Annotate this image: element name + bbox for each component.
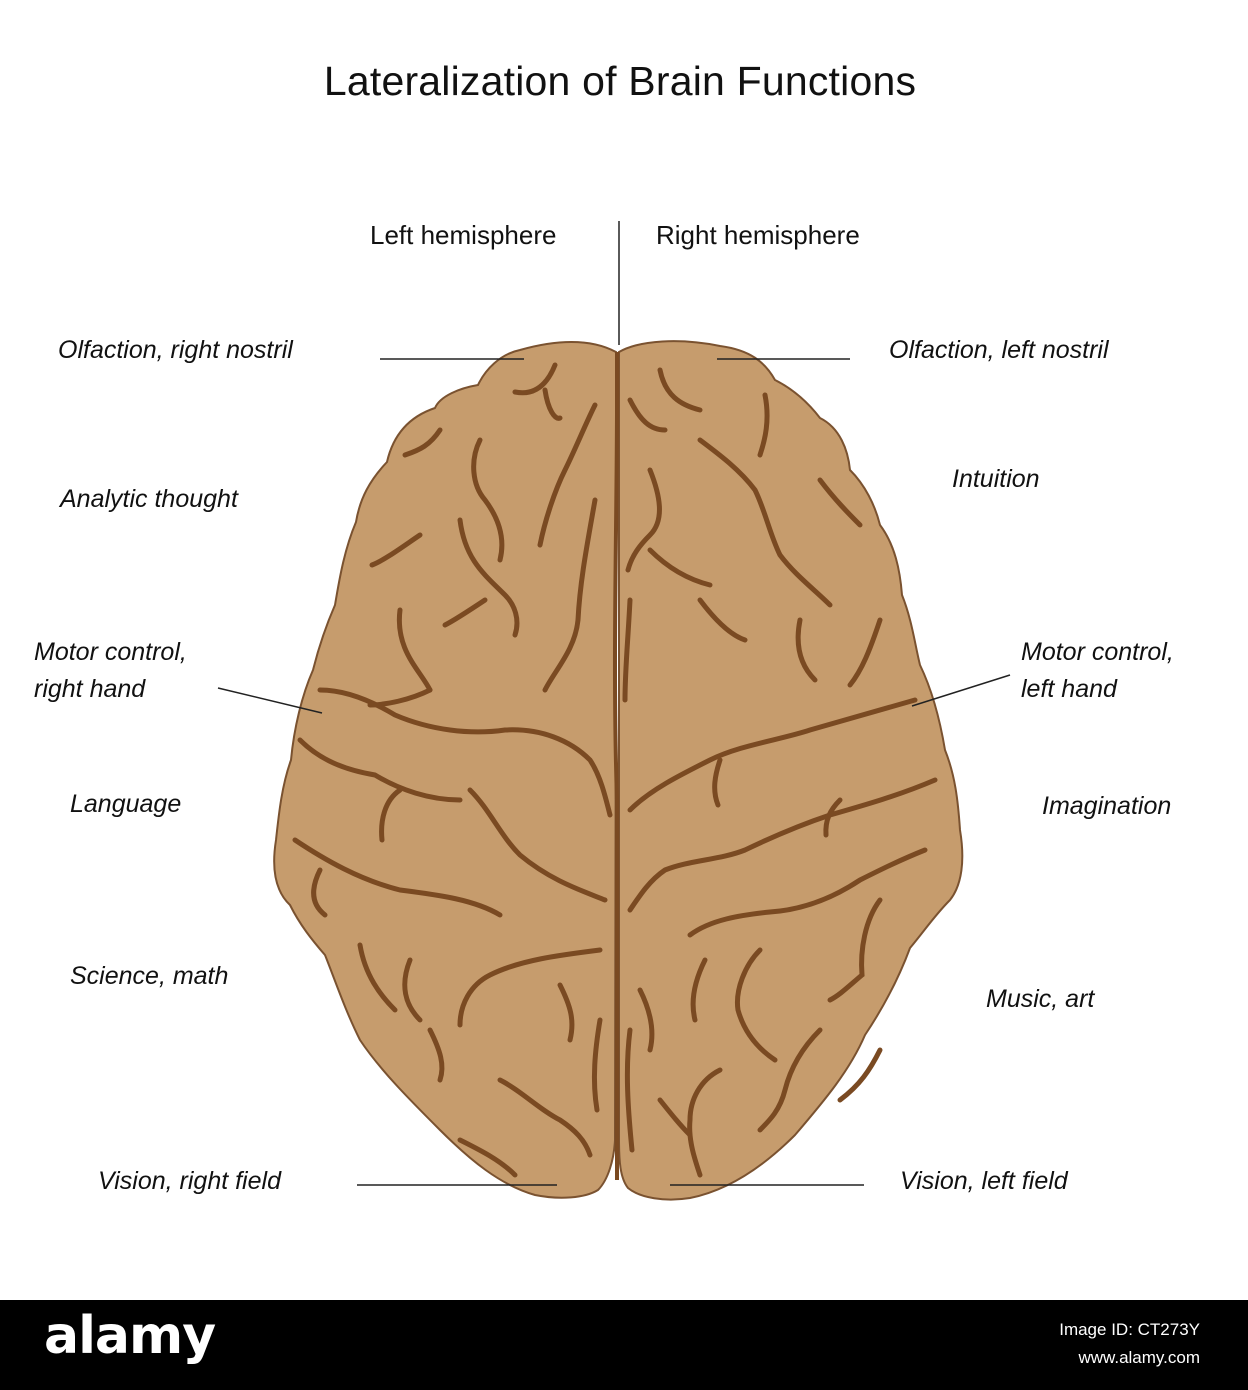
label-motor-control-right-line2: right hand: [34, 675, 146, 703]
label-motor-control-left-line1: Motor control,: [1021, 638, 1174, 666]
label-motor-control-left-line2: left hand: [1021, 675, 1117, 703]
right-hemisphere-label: Right hemisphere: [656, 220, 860, 250]
right-sulci: [622, 367, 938, 1178]
brain-diagram: [217, 221, 1011, 1201]
site-url-text: www.alamy.com: [1078, 1348, 1200, 1367]
label-vision-right-field: Vision, right field: [98, 1167, 281, 1195]
leader-lines: [217, 358, 1011, 1186]
left-hemisphere-label: Left hemisphere: [370, 220, 557, 250]
label-vision-left-field: Vision, left field: [900, 1167, 1068, 1195]
label-imagination: Imagination: [1042, 792, 1172, 820]
image-id-text: Image ID: CT273Y: [1059, 1320, 1200, 1339]
footer-bar: alamy Image ID: CT273Y www.alamy.com: [0, 1300, 1248, 1390]
label-analytic-thought: Analytic thought: [60, 485, 238, 513]
leader-motor-right-hand: [217, 687, 323, 714]
label-music-art: Music, art: [986, 985, 1095, 1013]
label-olfaction-right-nostril: Olfaction, right nostril: [58, 336, 293, 364]
label-science-math: Science, math: [70, 962, 229, 990]
label-language: Language: [70, 790, 182, 818]
label-motor-control-right-line1: Motor control,: [34, 638, 187, 666]
leader-motor-left-hand: [911, 674, 1011, 707]
label-intuition: Intuition: [952, 465, 1040, 493]
left-sulci: [292, 362, 613, 1178]
diagram-title: Lateralization of Brain Functions: [323, 58, 917, 104]
longitudinal-fissure: [612, 351, 620, 1181]
alamy-logo: alamy: [44, 1306, 216, 1366]
label-olfaction-left-nostril: Olfaction, left nostril: [889, 336, 1109, 364]
